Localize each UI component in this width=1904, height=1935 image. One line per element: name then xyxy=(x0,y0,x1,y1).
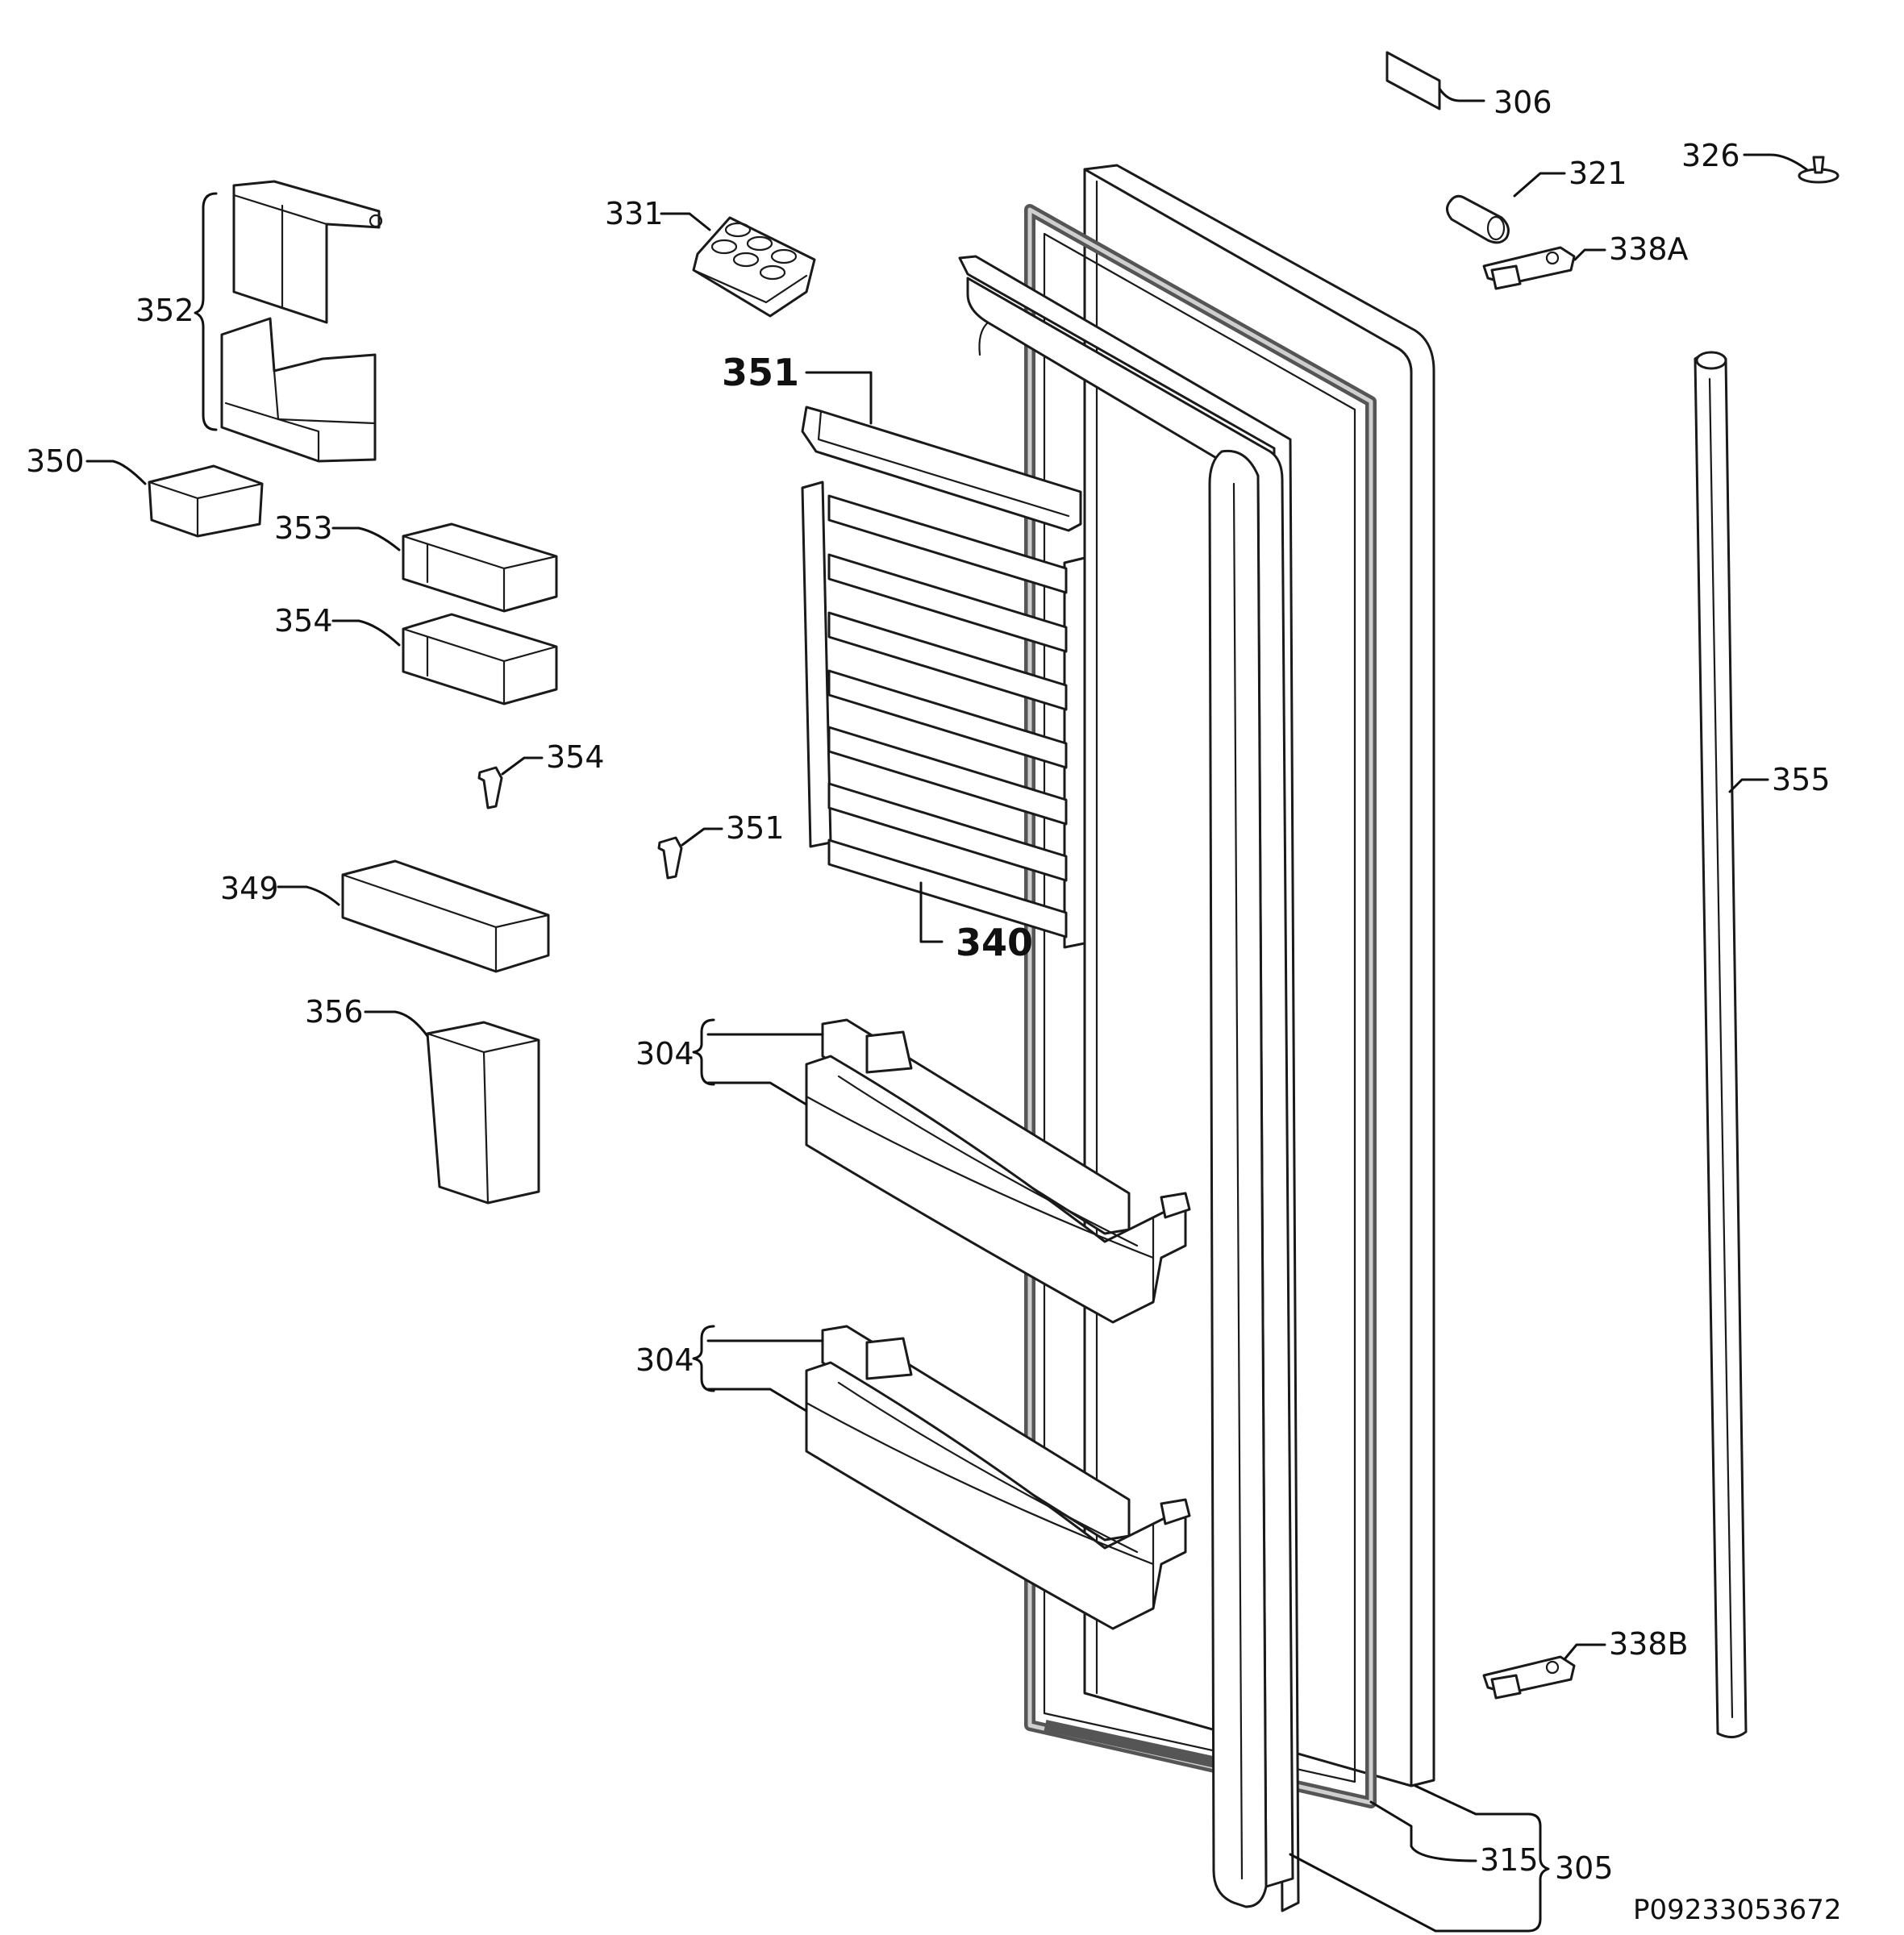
callout-321: 321 xyxy=(1569,156,1627,191)
callout-338A: 338A xyxy=(1609,231,1689,267)
part-340-gasket-strip xyxy=(1694,351,1748,1738)
callout-356: 356 xyxy=(305,994,364,1030)
callout-351-a: 354 xyxy=(546,739,605,775)
callout-340: 355 xyxy=(1772,762,1831,797)
callout-331: 331 xyxy=(605,196,664,231)
part-352-dairy-box xyxy=(220,317,377,463)
part-331-egg-tray xyxy=(692,216,816,318)
callout-349: 340 xyxy=(956,921,1033,964)
part-306-label-plate xyxy=(1385,51,1441,110)
part-304-balcony-lower xyxy=(805,1325,1191,1630)
callout-350: 351 xyxy=(722,351,799,394)
part-351-clip-b xyxy=(657,836,683,880)
callout-304-lower: 304 xyxy=(635,1342,694,1378)
part-321-hinge-pin xyxy=(1446,194,1510,244)
callout-352: 352 xyxy=(135,293,194,328)
part-338A-hinge-top xyxy=(1482,246,1576,290)
callout-351-b: 351 xyxy=(726,810,785,846)
part-349-shelf-grate xyxy=(801,481,1086,949)
callout-304-upper: 304 xyxy=(635,1036,694,1072)
part-326-screw xyxy=(1798,156,1839,184)
callout-306: 306 xyxy=(1494,85,1552,120)
part-304-balcony-upper xyxy=(805,1018,1191,1324)
part-355-long-bin xyxy=(341,859,550,973)
callout-305: 305 xyxy=(1555,1850,1614,1886)
part-354-bin-lower xyxy=(402,613,558,705)
part-354-bin-upper xyxy=(402,522,558,613)
callout-354-upper: 353 xyxy=(274,510,333,546)
callout-353: 350 xyxy=(26,443,85,479)
part-350-shelf-rail xyxy=(801,406,1082,532)
part-356-bottle-bin xyxy=(426,1021,540,1205)
part-351-clip-a xyxy=(477,766,503,809)
part-352-dairy-lid xyxy=(232,180,383,324)
callout-354-lower: 354 xyxy=(274,603,333,639)
drawing-code: P09233053672 xyxy=(1633,1894,1841,1926)
callout-338B: 338B xyxy=(1609,1626,1689,1662)
callout-326: 326 xyxy=(1681,138,1740,173)
part-353-small-box xyxy=(148,464,264,538)
part-338B-hinge-bottom xyxy=(1482,1655,1576,1700)
callout-355: 349 xyxy=(220,871,279,906)
door-inner-liner xyxy=(958,255,1300,1912)
callout-315: 315 xyxy=(1480,1842,1539,1878)
